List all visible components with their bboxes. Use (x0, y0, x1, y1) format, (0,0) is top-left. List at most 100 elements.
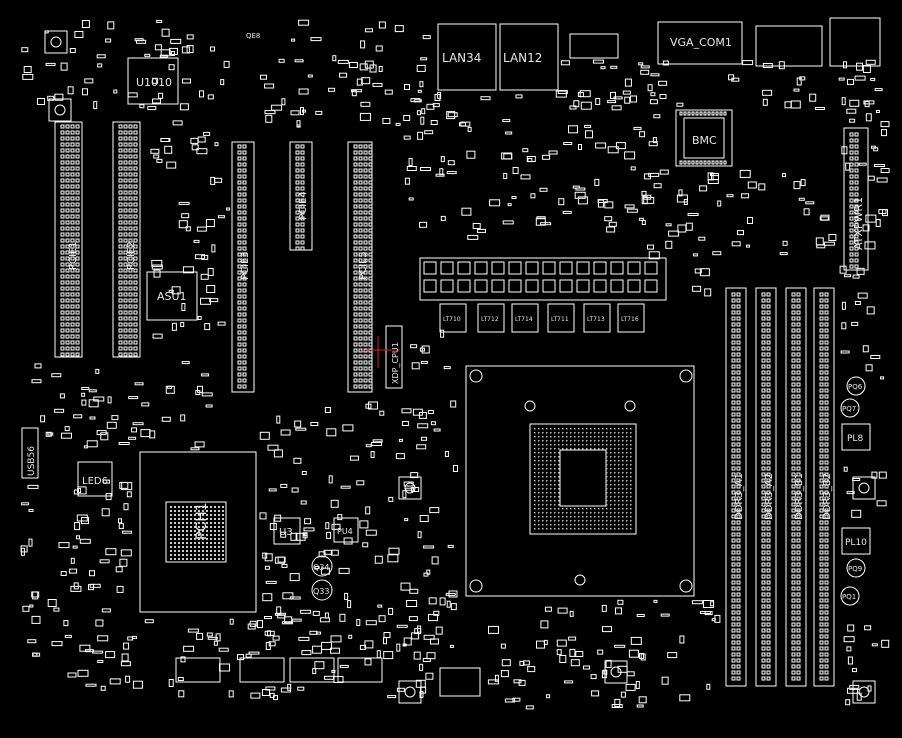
pch-ball (198, 542, 200, 544)
pin (363, 318, 368, 323)
pin (123, 346, 128, 351)
pch-ball (194, 522, 196, 524)
pin (849, 240, 854, 245)
pch-ball (206, 522, 208, 524)
smd-part (314, 661, 325, 670)
pch-ball (214, 514, 216, 516)
smd-part (365, 620, 377, 626)
pin (819, 610, 824, 615)
cpu-pin (546, 476, 548, 478)
smd-part (871, 471, 878, 479)
cpu-pin (542, 488, 544, 490)
pin (819, 532, 824, 537)
cpu-pin (618, 496, 620, 498)
cpu-pin (542, 444, 544, 446)
smd-part (324, 612, 329, 619)
pin (731, 460, 736, 465)
pin (133, 142, 138, 147)
pin (736, 304, 741, 309)
pin (761, 568, 766, 573)
smd-part (81, 20, 90, 28)
smd-part (372, 82, 383, 87)
pin (242, 282, 247, 287)
smd-part (597, 199, 604, 208)
smd-part (679, 694, 691, 702)
smd-part (259, 431, 270, 440)
cpu-pin (550, 432, 552, 434)
pin (731, 616, 736, 621)
pin (60, 298, 65, 303)
pin (75, 196, 80, 201)
vrm-cap (525, 261, 539, 275)
pin (849, 228, 854, 233)
cpu-pin (538, 520, 540, 522)
pin (118, 142, 123, 147)
cpu-pin (630, 440, 632, 442)
pin (761, 418, 766, 423)
pin (819, 460, 824, 465)
pin (65, 244, 70, 249)
pin (237, 144, 242, 149)
smd-part (431, 556, 439, 565)
cpu-pin (570, 436, 572, 438)
smd-part (419, 221, 428, 228)
pin (242, 192, 247, 197)
pin (849, 234, 854, 239)
mount-hole (858, 482, 870, 494)
smd-part (710, 173, 719, 177)
pin (766, 664, 771, 669)
pin (70, 250, 75, 255)
pin (766, 634, 771, 639)
smd-part (439, 168, 444, 176)
smd-part (337, 59, 349, 64)
cpu-pin (598, 428, 600, 430)
pin (854, 258, 859, 263)
cpu-pin (534, 436, 536, 438)
cpu-pin (622, 448, 624, 450)
cpu-pin (578, 528, 580, 530)
pch-ball (174, 522, 176, 524)
pin (363, 222, 368, 227)
cpu-pin (602, 444, 604, 446)
smd-part (658, 80, 668, 86)
pch-ball (170, 538, 172, 540)
smd-part (131, 427, 137, 433)
pin (128, 214, 133, 219)
pin (849, 192, 854, 197)
smd-part (47, 95, 55, 101)
cpu-pin (594, 432, 596, 434)
pin (849, 198, 854, 203)
cpu-pin (622, 520, 624, 522)
pch-ball (218, 534, 220, 536)
cpu-pin (622, 508, 624, 510)
pin (128, 298, 133, 303)
cpu-pin (554, 456, 556, 458)
pin (819, 466, 824, 471)
pch-ball (202, 514, 204, 516)
pin (128, 172, 133, 177)
bmc-chip (675, 109, 733, 167)
smd-part (287, 683, 292, 691)
pin (295, 210, 300, 215)
pch-ball (222, 510, 224, 512)
bmc-pin (679, 111, 683, 116)
smd-part (778, 61, 785, 70)
smd-part (395, 122, 401, 126)
pin (731, 538, 736, 543)
smd-part (273, 449, 283, 458)
pin (353, 204, 358, 209)
pin (731, 292, 736, 297)
cpu-pin (574, 524, 576, 526)
smd-part (217, 321, 226, 326)
pin (731, 316, 736, 321)
pin (237, 384, 242, 389)
pin (60, 238, 65, 243)
cpu-pin (630, 492, 632, 494)
pin (731, 388, 736, 393)
pin (731, 646, 736, 651)
pin (70, 196, 75, 201)
smd-part (51, 373, 62, 378)
bmc-pin (687, 160, 691, 165)
smd-part (348, 62, 358, 68)
pin (761, 484, 766, 489)
